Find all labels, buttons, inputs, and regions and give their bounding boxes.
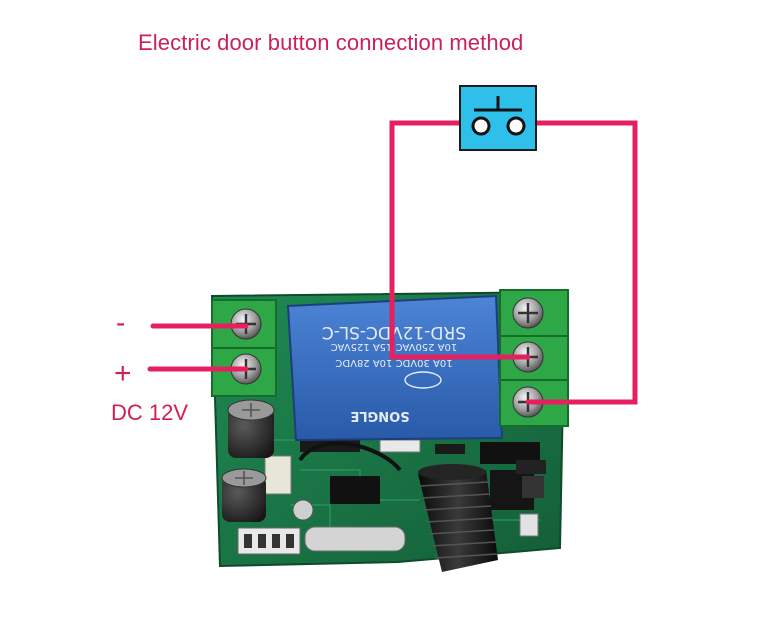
relay-rating-text-2: 10A 30VDC 10A 28VDC — [335, 357, 452, 368]
crystal-oscillator — [304, 526, 406, 552]
power-voltage-label: DC 12V — [111, 400, 189, 425]
wire-button-to-no — [525, 120, 638, 405]
wiring — [147, 120, 638, 405]
relay-brand-text: SONGLE — [350, 408, 409, 423]
push-button-switch-icon — [459, 85, 537, 151]
capacitors — [221, 399, 275, 522]
power-terminal-block — [211, 299, 277, 397]
smd-components — [264, 438, 540, 537]
pin-header — [237, 527, 301, 555]
power-minus-label: - — [116, 307, 126, 338]
power-plus-label: + — [114, 357, 132, 390]
wire-button-to-com — [389, 120, 531, 360]
relay: SRD-12VDC-SL-C 10A 250VAC 15A 125VAC 10A… — [286, 294, 504, 442]
antenna-coil — [298, 441, 498, 572]
diagram-title: Electric door button connection method — [138, 30, 524, 55]
jumper-pins — [516, 460, 546, 498]
